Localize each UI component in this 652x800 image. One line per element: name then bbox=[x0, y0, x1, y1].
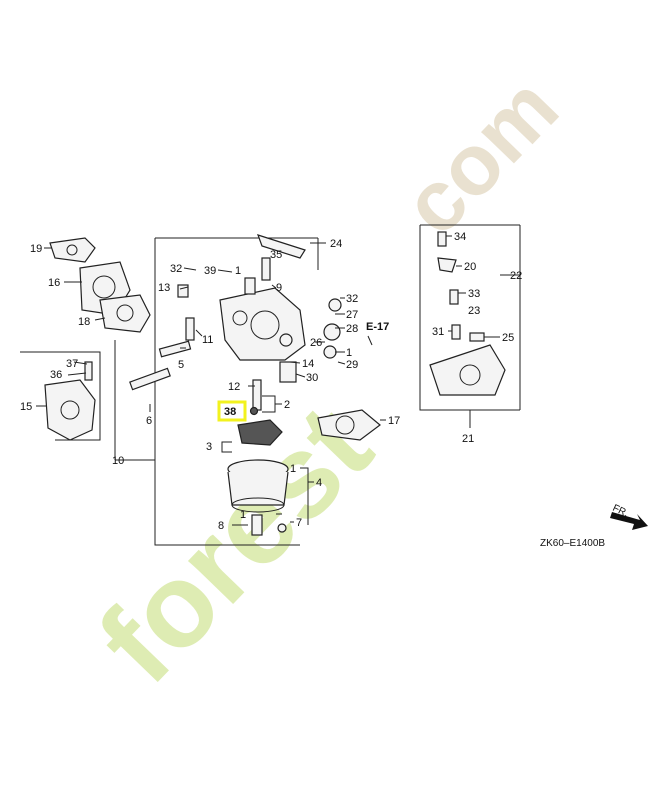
part-label-23: 23 bbox=[468, 305, 480, 317]
part-label-3: 3 bbox=[206, 441, 212, 453]
part-label-24: 24 bbox=[330, 238, 342, 250]
part-label-26: 26 bbox=[310, 337, 322, 349]
part-labels: 19 16 18 37 36 15 32 39 1 13 9 35 24 32 … bbox=[20, 231, 522, 532]
highlight-part-38[interactable]: 38 bbox=[217, 400, 259, 422]
part-label-4: 4 bbox=[316, 477, 322, 489]
part-label-11: 11 bbox=[202, 334, 213, 346]
part-label-35: 35 bbox=[270, 249, 282, 261]
part-label-18: 18 bbox=[78, 316, 90, 328]
part-label-20: 20 bbox=[464, 261, 476, 273]
diagram-code: ZK60–E1400B bbox=[540, 538, 605, 549]
float-bowl-assembly bbox=[227, 379, 289, 536]
part-label-16: 16 bbox=[48, 277, 60, 289]
part-label-34: 34 bbox=[454, 231, 466, 243]
part-label-30: 30 bbox=[306, 372, 318, 384]
part-label-12: 12 bbox=[228, 381, 240, 393]
part-label-36: 36 bbox=[50, 369, 62, 381]
part-label-13: 13 bbox=[158, 282, 170, 294]
governor-parts bbox=[429, 231, 506, 396]
part-label-15: 15 bbox=[20, 401, 32, 413]
part-label-1-bottom: 1 bbox=[240, 509, 246, 521]
part-label-21: 21 bbox=[462, 433, 474, 445]
part-label-27: 27 bbox=[346, 309, 358, 321]
part-label-32-right: 32 bbox=[346, 293, 358, 305]
part-label-7: 7 bbox=[296, 517, 302, 529]
part-label-33: 33 bbox=[468, 288, 480, 300]
left-insulator-group bbox=[20, 351, 101, 441]
upper-left-gasket-group bbox=[49, 237, 151, 333]
part-label-19: 19 bbox=[30, 243, 42, 255]
main-frame bbox=[154, 238, 300, 546]
part-label-1-right: 1 bbox=[346, 347, 352, 359]
leader-lines bbox=[36, 235, 500, 526]
part-label-1-top: 1 bbox=[235, 265, 241, 277]
part-label-39: 39 bbox=[204, 265, 216, 277]
part-label-38: 38 bbox=[224, 406, 236, 418]
part-label-9: 9 bbox=[276, 282, 282, 294]
part-label-8: 8 bbox=[218, 520, 224, 532]
part-label-14: 14 bbox=[302, 358, 314, 370]
part-label-25: 25 bbox=[502, 332, 514, 344]
part-label-17: 17 bbox=[388, 415, 400, 427]
part-label-22: 22 bbox=[510, 270, 522, 282]
part-label-28: 28 bbox=[346, 323, 358, 335]
front-direction-marker: FR. bbox=[610, 503, 648, 530]
part-label-29: 29 bbox=[346, 359, 358, 371]
part-label-6: 6 bbox=[146, 415, 152, 427]
part-label-2: 2 bbox=[284, 399, 290, 411]
part-label-31: 31 bbox=[432, 326, 444, 338]
part-label-32-top: 32 bbox=[170, 263, 182, 275]
watermark-tail: com bbox=[385, 59, 577, 253]
part-label-5: 5 bbox=[178, 359, 184, 371]
ref-label-e17: E-17 bbox=[366, 321, 389, 333]
governor-assembly-frame bbox=[419, 224, 521, 428]
part-label-1-bowl: 1 bbox=[290, 463, 296, 475]
front-arrow-icon bbox=[610, 512, 648, 530]
highlight-box bbox=[217, 400, 247, 422]
part-label-10: 10 bbox=[112, 455, 124, 467]
part-label-37: 37 bbox=[66, 358, 78, 370]
